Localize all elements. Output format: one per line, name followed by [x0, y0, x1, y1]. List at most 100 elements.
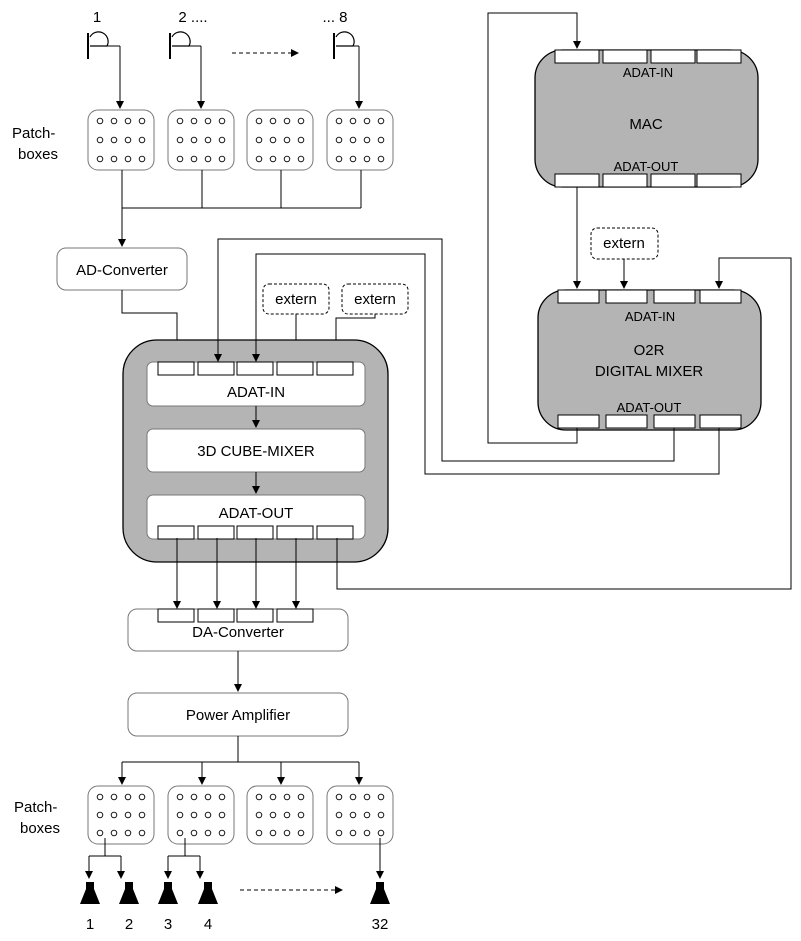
socket-dot — [124, 811, 132, 819]
socket-dot — [138, 117, 146, 125]
o2r-adat-out-label: ADAT-OUT — [617, 400, 682, 415]
patchboxes-label-bottom: Patch-boxes — [14, 799, 60, 837]
socket-dot — [283, 793, 291, 801]
cube-mixer-label: 3D CUBE-MIXER — [197, 443, 315, 460]
microphone-icon — [87, 31, 120, 59]
socket-dot — [110, 136, 118, 144]
socket-dot — [190, 829, 198, 837]
speaker-label: 2 — [125, 916, 133, 933]
da-converter-ports — [157, 608, 314, 623]
patchbox — [326, 109, 394, 171]
socket-dot — [255, 811, 263, 819]
socket-dot — [283, 811, 291, 819]
socket-dot — [349, 793, 357, 801]
socket-dot — [176, 793, 184, 801]
adat-port — [605, 289, 648, 304]
ad-converter: AD-Converter — [56, 247, 188, 291]
socket-dot — [269, 829, 277, 837]
socket-dot — [110, 793, 118, 801]
socket-dot — [377, 117, 385, 125]
microphone-icon — [169, 31, 201, 59]
extern-label: extern — [275, 291, 317, 308]
speaker-icon: 4 — [198, 882, 218, 933]
adat-port — [653, 289, 696, 304]
socket-dot — [269, 117, 277, 125]
socket-dot — [218, 155, 226, 163]
socket-dot — [124, 829, 132, 837]
adat-port — [699, 414, 742, 429]
socket-dot — [335, 117, 343, 125]
socket-dot — [297, 811, 305, 819]
socket-dot — [297, 793, 305, 801]
da-converter-label: DA-Converter — [192, 624, 284, 641]
socket-dot — [335, 136, 343, 144]
socket-dot — [349, 117, 357, 125]
mac-adat-in-label: ADAT-IN — [623, 65, 673, 80]
socket-dot — [190, 117, 198, 125]
socket-dot — [349, 155, 357, 163]
socket-dot — [138, 136, 146, 144]
socket-dot — [110, 829, 118, 837]
socket-dot — [377, 793, 385, 801]
socket-dot — [218, 811, 226, 819]
socket-dot — [269, 155, 277, 163]
socket-dot — [349, 811, 357, 819]
extern-source-3: extern — [590, 227, 659, 260]
patchbox-row-bottom — [87, 785, 394, 845]
speaker-label: 3 — [164, 916, 172, 933]
socket-dot — [349, 829, 357, 837]
socket-dot — [124, 136, 132, 144]
socket-dot — [204, 155, 212, 163]
socket-dot — [283, 155, 291, 163]
socket-dot — [176, 136, 184, 144]
socket-dot — [255, 136, 263, 144]
ad-converter-label: AD-Converter — [76, 262, 168, 279]
socket-dot — [363, 829, 371, 837]
extern-label: extern — [603, 235, 645, 252]
socket-dot — [349, 136, 357, 144]
adat-port — [602, 173, 648, 188]
socket-dot — [335, 811, 343, 819]
adat-port — [236, 525, 274, 540]
adat-port — [316, 361, 354, 376]
o2r-adat-out-ports — [557, 414, 742, 429]
socket-dot — [204, 811, 212, 819]
socket-dot — [218, 829, 226, 837]
adat-port — [605, 414, 648, 429]
socket-dot — [363, 155, 371, 163]
extern-source-1: extern — [262, 283, 330, 315]
socket-dot — [269, 793, 277, 801]
o2r-title-line2: DIGITAL MIXER — [595, 363, 704, 380]
speaker-icon: 2 — [119, 882, 139, 933]
mac-adat-out-ports — [554, 173, 742, 188]
adat-port — [554, 49, 600, 64]
adat-port — [236, 608, 274, 623]
patchbox — [246, 109, 314, 171]
socket-dot — [377, 829, 385, 837]
adat-port — [197, 525, 235, 540]
socket-dot — [255, 117, 263, 125]
adat-port — [557, 414, 600, 429]
patchbox — [167, 785, 235, 845]
socket-dot — [335, 829, 343, 837]
extern-source-2: extern — [341, 283, 409, 315]
adat-port — [157, 361, 195, 376]
socket-dot — [377, 811, 385, 819]
mac-adat-in-ports — [554, 49, 742, 64]
adat-port — [276, 361, 314, 376]
socket-dot — [363, 117, 371, 125]
socket-dot — [218, 136, 226, 144]
cube-mixer-unit: ADAT-IN 3D CUBE-MIXER ADAT-OUT — [122, 339, 389, 563]
adat-port — [197, 608, 235, 623]
socket-dot — [96, 155, 104, 163]
power-amplifier: Power Amplifier — [127, 692, 349, 737]
socket-dot — [96, 829, 104, 837]
mac-adat-out-label: ADAT-OUT — [614, 159, 679, 174]
patchboxes-label-top: Patch-boxes — [12, 125, 58, 163]
socket-dot — [124, 117, 132, 125]
adat-port — [276, 525, 314, 540]
cube-adat-out-ports — [157, 525, 354, 540]
patchbox — [87, 109, 155, 171]
socket-dot — [283, 136, 291, 144]
